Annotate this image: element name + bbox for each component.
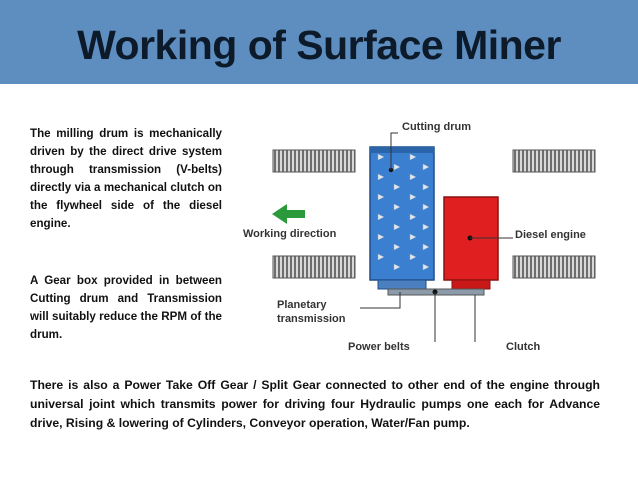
drum-pick-icon [422,163,430,171]
drum-base [377,279,427,290]
label-diesel-engine: Diesel engine [515,229,586,241]
paragraph-power-take-off: There is also a Power Take Off Gear / Sp… [30,378,600,430]
drum-pick-icon [393,223,401,231]
label-planetary-line2: transmission [277,313,346,325]
label-cutting-drum: Cutting drum [402,121,471,133]
surface-miner-diagram: Cutting drum Working direction Diesel en… [243,121,596,353]
drum-pick-icon [377,213,385,221]
drum-pick-icon [422,203,430,211]
drum-pick-icon [409,213,417,221]
drum-pick-icon [409,193,417,201]
drum-pick-icon [393,163,401,171]
working-direction-arrow [272,204,305,224]
paragraph-gear-box: A Gear box provided in between Cutting d… [30,274,222,341]
slide-title: Working of Surface Miner [77,22,561,68]
drum-pick-icon [377,173,385,181]
paragraph-drive-system: The milling drum is mechanically driven … [30,127,222,230]
drum-pick-icon [422,183,430,191]
label-clutch: Clutch [506,341,541,353]
drum-pick-icon [393,203,401,211]
drum-pick-icon [422,263,430,271]
drum-pick-icon [409,153,417,161]
drum-pick-icon [409,233,417,241]
drum-pick-icon [393,263,401,271]
track-front-right [512,149,596,173]
drum-pick-icon [422,223,430,231]
label-working-direction: Working direction [243,228,337,240]
drum-pick-icon [377,153,385,161]
title-banner [0,0,638,84]
drum-pick-icon [377,233,385,241]
label-planetary-line1: Planetary [277,299,327,311]
diesel-engine [443,196,499,290]
drum-pick-icon [377,253,385,261]
drum-pick-icon [422,243,430,251]
drum-pick-icon [377,193,385,201]
track-rear-right [512,255,596,279]
drum-pick-icon [409,253,417,261]
cutting-drum [369,146,435,281]
track-rear-left [272,255,356,279]
drum-pick-icon [393,183,401,191]
drum-pick-icon [409,173,417,181]
label-power-belts: Power belts [348,341,410,353]
drum-pick-icon [393,243,401,251]
track-front-left [272,149,356,173]
